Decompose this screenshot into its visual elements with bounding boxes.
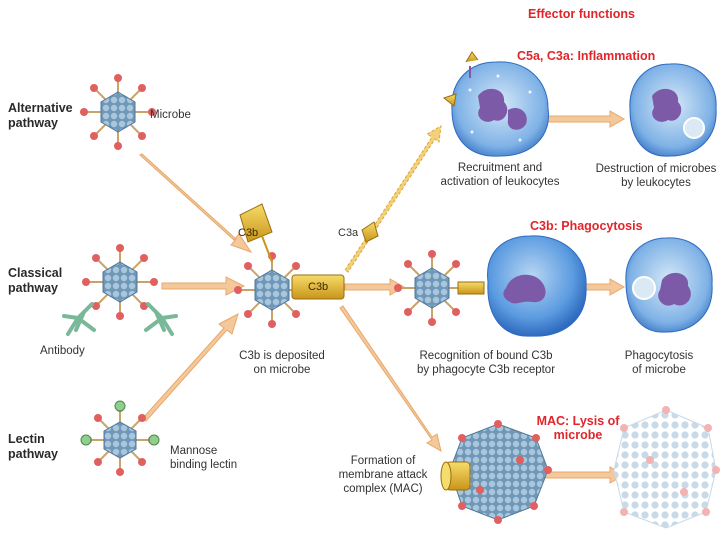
phagocytosis-of-microbe-label: Phagocytosis of microbe	[614, 349, 704, 377]
microbe-label: Microbe	[150, 109, 191, 121]
mannose-line-1: Mannose	[170, 445, 218, 457]
alternative-line-2: pathway	[8, 116, 59, 130]
recognition-line-2: by phagocyte C3b receptor	[416, 364, 556, 376]
antibody-left	[62, 302, 96, 336]
mac-line-1: Formation of	[350, 455, 416, 467]
c3b-deposited-label: C3b is deposited on microbe	[232, 349, 332, 377]
arrow-lectin	[142, 313, 239, 422]
mac-formation-label: Formation of membrane attack complex (MA…	[328, 454, 438, 496]
c3b-receptor-link	[457, 281, 485, 295]
destruction-line-2: by leukocytes	[621, 177, 691, 189]
phagocyte-engulfed	[625, 237, 713, 333]
destruction-line-1: Destruction of microbes	[595, 163, 717, 175]
recruitment-line-1: Recruitment and	[457, 162, 543, 174]
arrow-alternative	[139, 153, 253, 253]
lysis-line-2: microbe	[553, 428, 603, 442]
c3b-molecule-free	[239, 203, 273, 263]
arrow-to-destruction	[547, 110, 626, 128]
phagocytosis-line-1: Phagocytosis	[624, 350, 694, 362]
antibody-label: Antibody	[40, 345, 85, 357]
mac-line-3: complex (MAC)	[343, 483, 423, 495]
lysis-heading: MAC: Lysis of microbe	[528, 414, 628, 442]
effector-functions-heading: Effector functions	[528, 7, 635, 21]
c3a-fragment	[361, 221, 379, 243]
arrow-to-inflammation	[344, 125, 442, 273]
lectin-line-1: Lectin	[8, 432, 45, 446]
phagocytosis-heading: C3b: Phagocytosis	[530, 219, 643, 233]
recognition-label: Recognition of bound C3b by phagocyte C3…	[408, 349, 564, 377]
microbe-alternative	[80, 74, 156, 150]
alternative-pathway-label: Alternative pathway	[8, 101, 73, 131]
c3b-bound-label: C3b	[308, 281, 329, 293]
alternative-line-1: Alternative	[8, 101, 73, 115]
classical-line-2: pathway	[8, 281, 59, 295]
recruitment-line-2: activation of leukocytes	[440, 176, 560, 188]
recruitment-label: Recruitment and activation of leukocytes	[420, 161, 580, 189]
leukocyte-recruitment	[442, 51, 549, 157]
leukocyte-destruction	[629, 63, 717, 157]
classical-pathway-label: Classical pathway	[8, 266, 62, 296]
phagocytosis-line-2: of microbe	[632, 364, 686, 376]
microbe-mac	[440, 420, 552, 524]
c3b-deposited-line-1: C3b is deposited	[239, 350, 325, 362]
classical-line-1: Classical	[8, 266, 63, 280]
c3b-deposited-line-2: on microbe	[253, 364, 311, 376]
recognition-line-1: Recognition of bound C3b	[419, 350, 553, 362]
c3a-label: C3a	[338, 227, 359, 239]
antibody-right	[144, 302, 178, 336]
lysis-line-1: MAC: Lysis of	[536, 414, 620, 428]
destruction-label: Destruction of microbes by leukocytes	[594, 162, 718, 190]
microbe-classical	[82, 244, 158, 320]
inflammation-heading: C5a, C3a: Inflammation	[517, 49, 656, 63]
mannose-binding-lectin-label: Mannose binding lectin	[170, 444, 237, 472]
c3b-bound-block	[291, 274, 345, 300]
phagocyte-recognition	[487, 235, 587, 337]
arrow-to-mac	[339, 305, 442, 453]
c3b-molecule-label: C3b	[238, 227, 259, 239]
lectin-pathway-label: Lectin pathway	[8, 432, 58, 462]
microbe-recognition	[394, 250, 466, 326]
microbe-lectin	[80, 400, 160, 476]
microbe-c3b-deposited	[234, 252, 306, 328]
microbe-lysed	[613, 406, 720, 529]
arrow-to-lysis	[541, 466, 626, 484]
arrow-classical	[161, 276, 246, 296]
lectin-line-2: pathway	[8, 447, 59, 461]
mac-line-2: membrane attack	[338, 469, 428, 481]
mannose-line-2: binding lectin	[170, 459, 238, 471]
